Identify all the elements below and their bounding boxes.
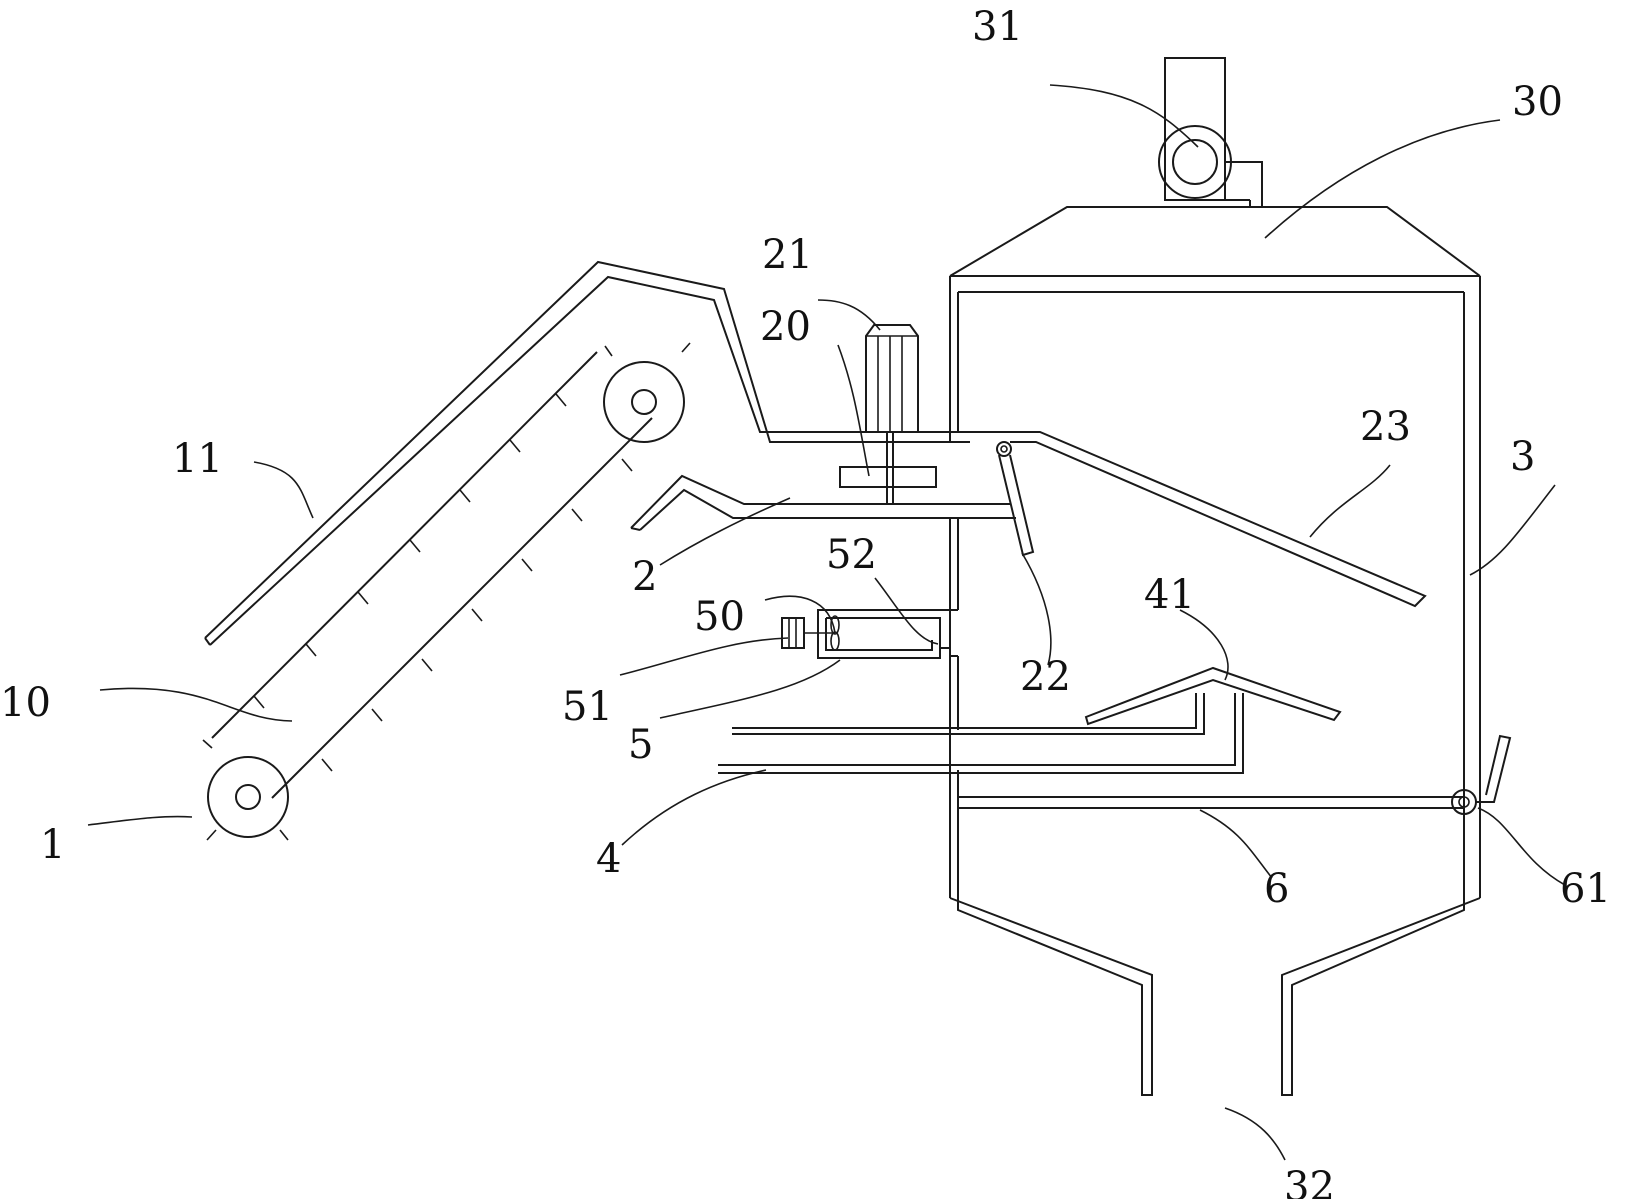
leader-2 [659, 497, 791, 566]
screen-plate [958, 431, 1427, 608]
leader-lines [87, 84, 1566, 1161]
pipe-assembly [718, 666, 1342, 774]
conveyor-upper-roller [603, 361, 685, 443]
crusher-blade [839, 466, 937, 488]
conveyor-lower-roller [207, 756, 289, 838]
leader-32 [1224, 1107, 1286, 1161]
label-41: 41 [1144, 572, 1195, 618]
fan-duct [1225, 161, 1263, 207]
label-11: 11 [172, 436, 223, 482]
label-32: 32 [1284, 1164, 1335, 1199]
tank [949, 57, 1481, 1096]
conveyor-lower-roller-hub [235, 784, 261, 810]
leader-23 [1309, 464, 1391, 538]
leader-20 [837, 344, 870, 477]
label-22: 22 [1020, 654, 1071, 700]
reference-labels: 31 30 21 20 11 23 3 52 2 41 50 22 10 51 … [0, 4, 1611, 1199]
label-30: 30 [1512, 79, 1563, 125]
leader-6 [1199, 809, 1273, 879]
label-61: 61 [1560, 866, 1611, 912]
label-1: 1 [40, 822, 65, 868]
leader-11 [253, 461, 314, 519]
label-31: 31 [972, 4, 1023, 50]
leader-30 [1264, 119, 1501, 239]
leader-10 [99, 687, 293, 722]
hopper-right [1281, 897, 1481, 1096]
leader-22 [1021, 552, 1052, 666]
label-51: 51 [562, 684, 613, 730]
label-6: 6 [1264, 866, 1289, 912]
label-50: 50 [694, 594, 745, 640]
leader-31 [1049, 84, 1199, 148]
leader-41 [1179, 609, 1229, 681]
conveyor-belt-upper [211, 351, 598, 739]
conveyor-cleats-upper [202, 342, 691, 749]
blower-assembly [781, 609, 959, 730]
conveyor-belt-lower [271, 417, 653, 799]
leader-51 [619, 637, 789, 676]
label-4: 4 [596, 836, 621, 882]
label-20: 20 [760, 304, 811, 350]
label-21: 21 [762, 232, 813, 278]
discharge-flap [998, 454, 1035, 557]
label-3: 3 [1510, 434, 1535, 480]
label-52: 52 [826, 532, 877, 578]
pipe-lower [718, 693, 1236, 766]
crusher-chamber-floor-upper [630, 474, 1010, 529]
leader-3 [1469, 484, 1556, 576]
leader-52 [874, 577, 939, 645]
fan-housing [1164, 57, 1226, 201]
label-5: 5 [628, 722, 653, 768]
conveyor-cleats-lower [206, 458, 633, 841]
crusher-chamber-floor-lower [639, 488, 1016, 531]
leader-21 [817, 299, 881, 331]
conveyor-upper-roller-hub [631, 389, 657, 415]
blower-fan [830, 615, 840, 635]
conveyor-cover-outer [204, 260, 970, 639]
tank-roof [949, 206, 1481, 277]
spray-hood [1084, 666, 1342, 726]
leader-4 [621, 769, 767, 846]
fan-wheel [1158, 125, 1232, 199]
leader-5 [659, 659, 841, 719]
conveyor-assembly [202, 260, 970, 841]
crusher-motor [865, 324, 919, 433]
flap-hinge [996, 441, 1012, 457]
valve-assembly [958, 734, 1512, 815]
valve-handle [1476, 734, 1512, 803]
conveyor-cover-inner [209, 275, 958, 646]
leader-1 [87, 815, 193, 826]
leader-61 [1477, 807, 1566, 886]
conveyor-cover-end [204, 637, 211, 646]
label-23: 23 [1360, 404, 1411, 450]
blower-motor [781, 617, 805, 649]
hopper-left [949, 897, 1153, 1096]
leader-50 [764, 595, 836, 634]
crusher-assembly [630, 324, 1035, 557]
screen-plate-outline [958, 431, 1427, 608]
label-2: 2 [632, 554, 657, 600]
pipe-upper [732, 693, 1197, 729]
label-10: 10 [0, 680, 51, 726]
